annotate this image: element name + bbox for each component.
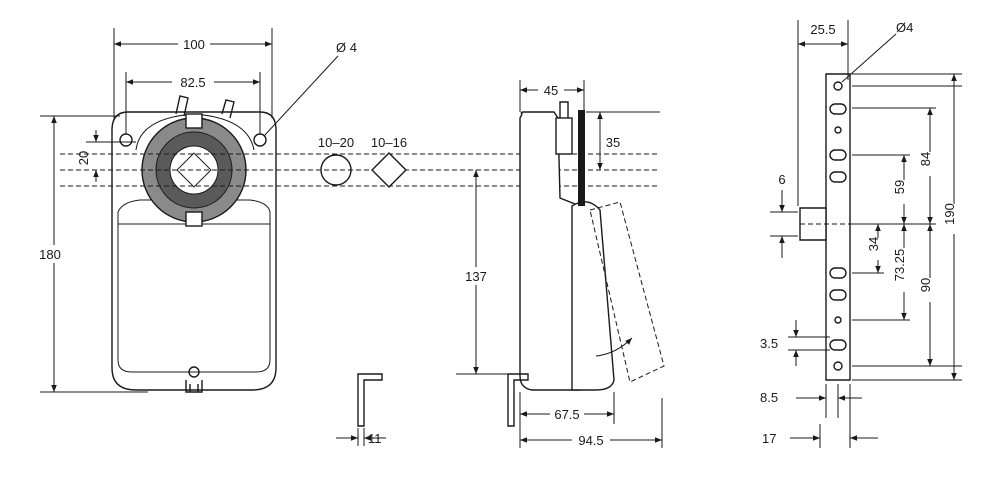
label-square-shaft-range: 10–16 <box>371 135 407 150</box>
hub-square-socket <box>176 152 212 188</box>
square-shaft-symbol <box>371 152 407 188</box>
l-bracket-small <box>357 373 383 427</box>
bracket-hole-top <box>833 81 843 91</box>
dim-label-shaft-offset: 20 <box>76 151 91 165</box>
dim-label-3-5: 3.5 <box>760 336 778 351</box>
dim-label-34: 34 <box>866 237 881 251</box>
bracket-slot-3 <box>829 171 847 183</box>
bracket-hole-bottom <box>833 361 843 371</box>
bracket-slot-1 <box>829 103 847 115</box>
round-shaft-symbol <box>320 154 352 186</box>
dim-label-59: 59 <box>892 180 907 194</box>
bracket-hole-2 <box>834 126 842 134</box>
dim-label-90: 90 <box>918 278 933 292</box>
side-clamp-screw <box>559 101 569 118</box>
dim-label-bracket-thickness: 11 <box>368 431 382 446</box>
dim-label-6: 6 <box>778 172 785 187</box>
front-view: 100 82.5 Ø 4 180 20 10–20 10–16 11 <box>30 28 660 446</box>
dim-label-hole-diameter: Ø 4 <box>336 40 357 55</box>
bracket-plate <box>825 73 851 381</box>
dim-label-base-depth: 67.5 <box>554 407 579 422</box>
clamp-screw-right <box>221 99 235 119</box>
dim-label-shaft-to-base: 137 <box>465 269 487 284</box>
housing-lower-cover <box>117 199 271 373</box>
clamp-tab-top <box>185 113 203 129</box>
side-shaft-stub <box>555 117 573 155</box>
dim-label-top-width: 25.5 <box>810 22 835 37</box>
label-round-shaft-range: 10–20 <box>318 135 354 150</box>
dim-label-height: 180 <box>39 247 61 262</box>
bracket-slot-5 <box>829 289 847 301</box>
dim-label-bracket-hole: Ø4 <box>896 20 913 35</box>
side-cover <box>571 201 615 391</box>
bracket-slot-4 <box>829 267 847 279</box>
bracket-view: 25.5 Ø4 84 59 34 73.25 90 <box>760 20 962 448</box>
side-view: 45 35 137 67.5 94.5 <box>456 80 665 448</box>
bottom-bracket <box>185 380 203 393</box>
dim-label-8-5: 8.5 <box>760 390 778 405</box>
dim-label-total-depth: 94.5 <box>578 433 603 448</box>
dim-label-190: 190 <box>942 203 957 225</box>
dim-label-17: 17 <box>762 431 776 446</box>
bracket-slot-2 <box>829 149 847 161</box>
swing-arrow <box>595 337 633 357</box>
leader-bracket-hole <box>841 33 897 83</box>
dim-label-depth-top: 45 <box>544 83 558 98</box>
leader-hole-diameter <box>263 55 339 137</box>
dim-label-hole-spacing: 82.5 <box>180 75 205 90</box>
clamp-screw-left <box>175 95 189 117</box>
bracket-slot-6 <box>829 339 847 351</box>
dim-label-84: 84 <box>918 152 933 166</box>
bottom-screw-icon <box>188 366 200 378</box>
swing-cover-outline <box>589 201 665 383</box>
dim-label-73-25: 73.25 <box>892 249 907 282</box>
clamp-bar <box>578 110 585 206</box>
bracket-hole-6 <box>834 316 842 324</box>
dim-label-width-overall: 100 <box>183 37 205 52</box>
clamp-tab-bottom <box>185 211 203 227</box>
dim-label-shaft-height: 35 <box>606 135 620 150</box>
